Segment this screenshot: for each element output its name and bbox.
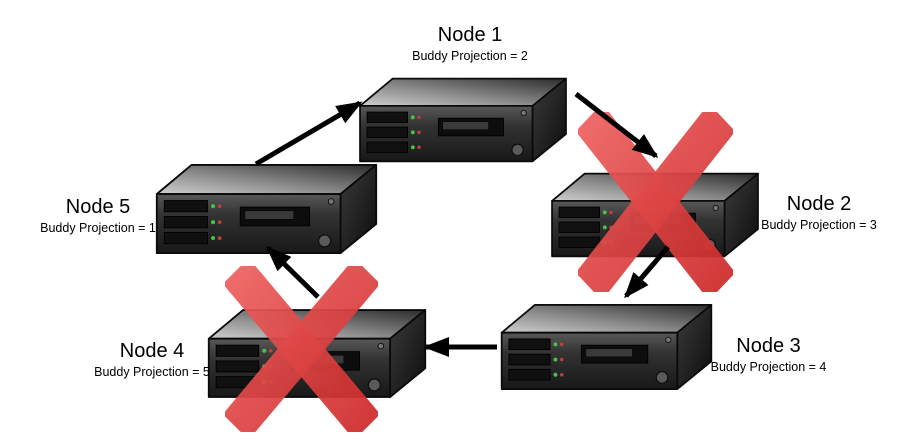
node-5-subtitle: Buddy Projection = 1 (40, 221, 156, 235)
node-4-label: Node 4 Buddy Projection = 5 (62, 340, 242, 380)
node-2-label: Node 2 Buddy Projection = 3 (733, 193, 905, 233)
node-1-title: Node 1 (437, 24, 503, 46)
node-1-label: Node 1 Buddy Projection = 2 (370, 24, 570, 64)
server-node-3 (499, 302, 714, 392)
server-icon (499, 302, 714, 392)
node-3-subtitle: Buddy Projection = 4 (710, 360, 827, 374)
node-3-title: Node 3 (736, 335, 801, 357)
node-2-subtitle: Buddy Projection = 3 (761, 218, 877, 232)
node-3-label: Node 3 Buddy Projection = 4 (686, 335, 851, 375)
node-5-label: Node 5 Buddy Projection = 1 (8, 196, 188, 236)
server-icon (357, 76, 569, 164)
node-4-title: Node 4 (119, 340, 185, 362)
server-node-2 (549, 171, 761, 259)
arrow-node1-to-node2 (574, 92, 659, 158)
arrow-node5-to-node1 (254, 100, 363, 167)
server-node-1 (357, 76, 569, 164)
server-icon (549, 171, 761, 259)
node-5-title: Node 5 (65, 196, 131, 218)
node-1-subtitle: Buddy Projection = 2 (412, 49, 528, 63)
node-2-title: Node 2 (786, 193, 852, 215)
node-4-subtitle: Buddy Projection = 5 (94, 365, 210, 379)
